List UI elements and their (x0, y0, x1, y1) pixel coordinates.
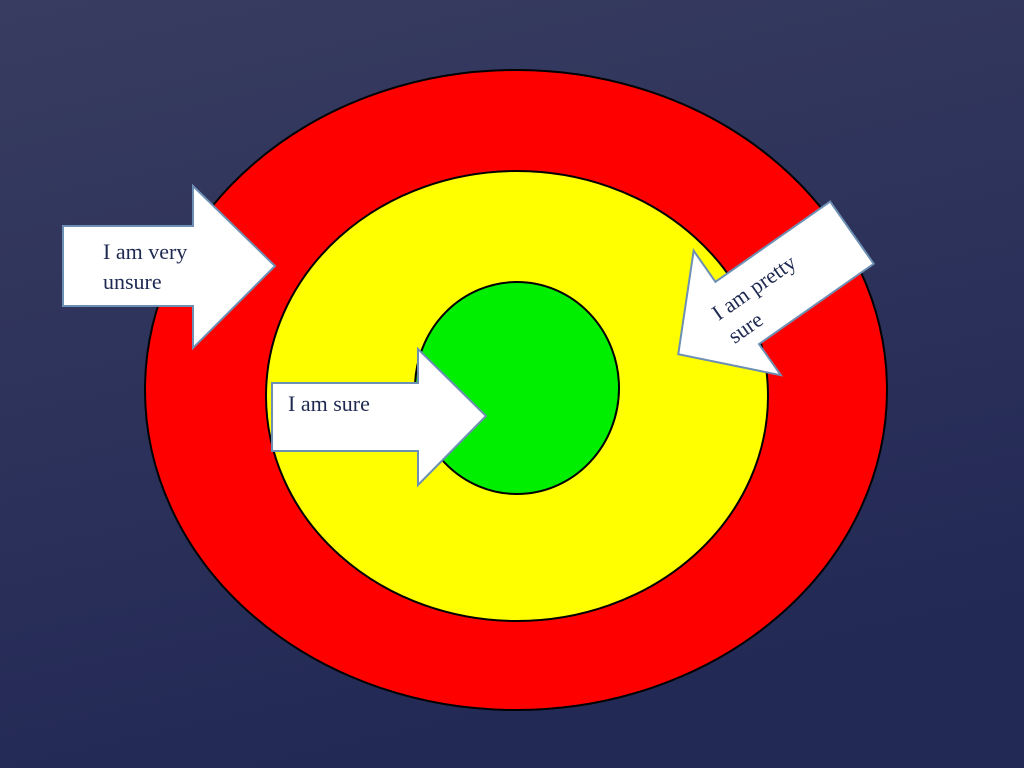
arrow-sure-shape (271, 346, 488, 488)
arrow-pretty-sure-shape (677, 200, 876, 377)
arrow-pretty-sure: I am pretty sure (677, 200, 876, 377)
arrow-very-unsure-label-line2: unsure (103, 269, 162, 294)
arrow-very-unsure: I am very unsure (62, 183, 277, 351)
arrow-very-unsure-label-line1: I am very (103, 239, 187, 264)
arrow-sure: I am sure (271, 346, 488, 488)
arrow-sure-label: I am sure (288, 391, 370, 416)
arrow-very-unsure-shape (62, 183, 277, 351)
